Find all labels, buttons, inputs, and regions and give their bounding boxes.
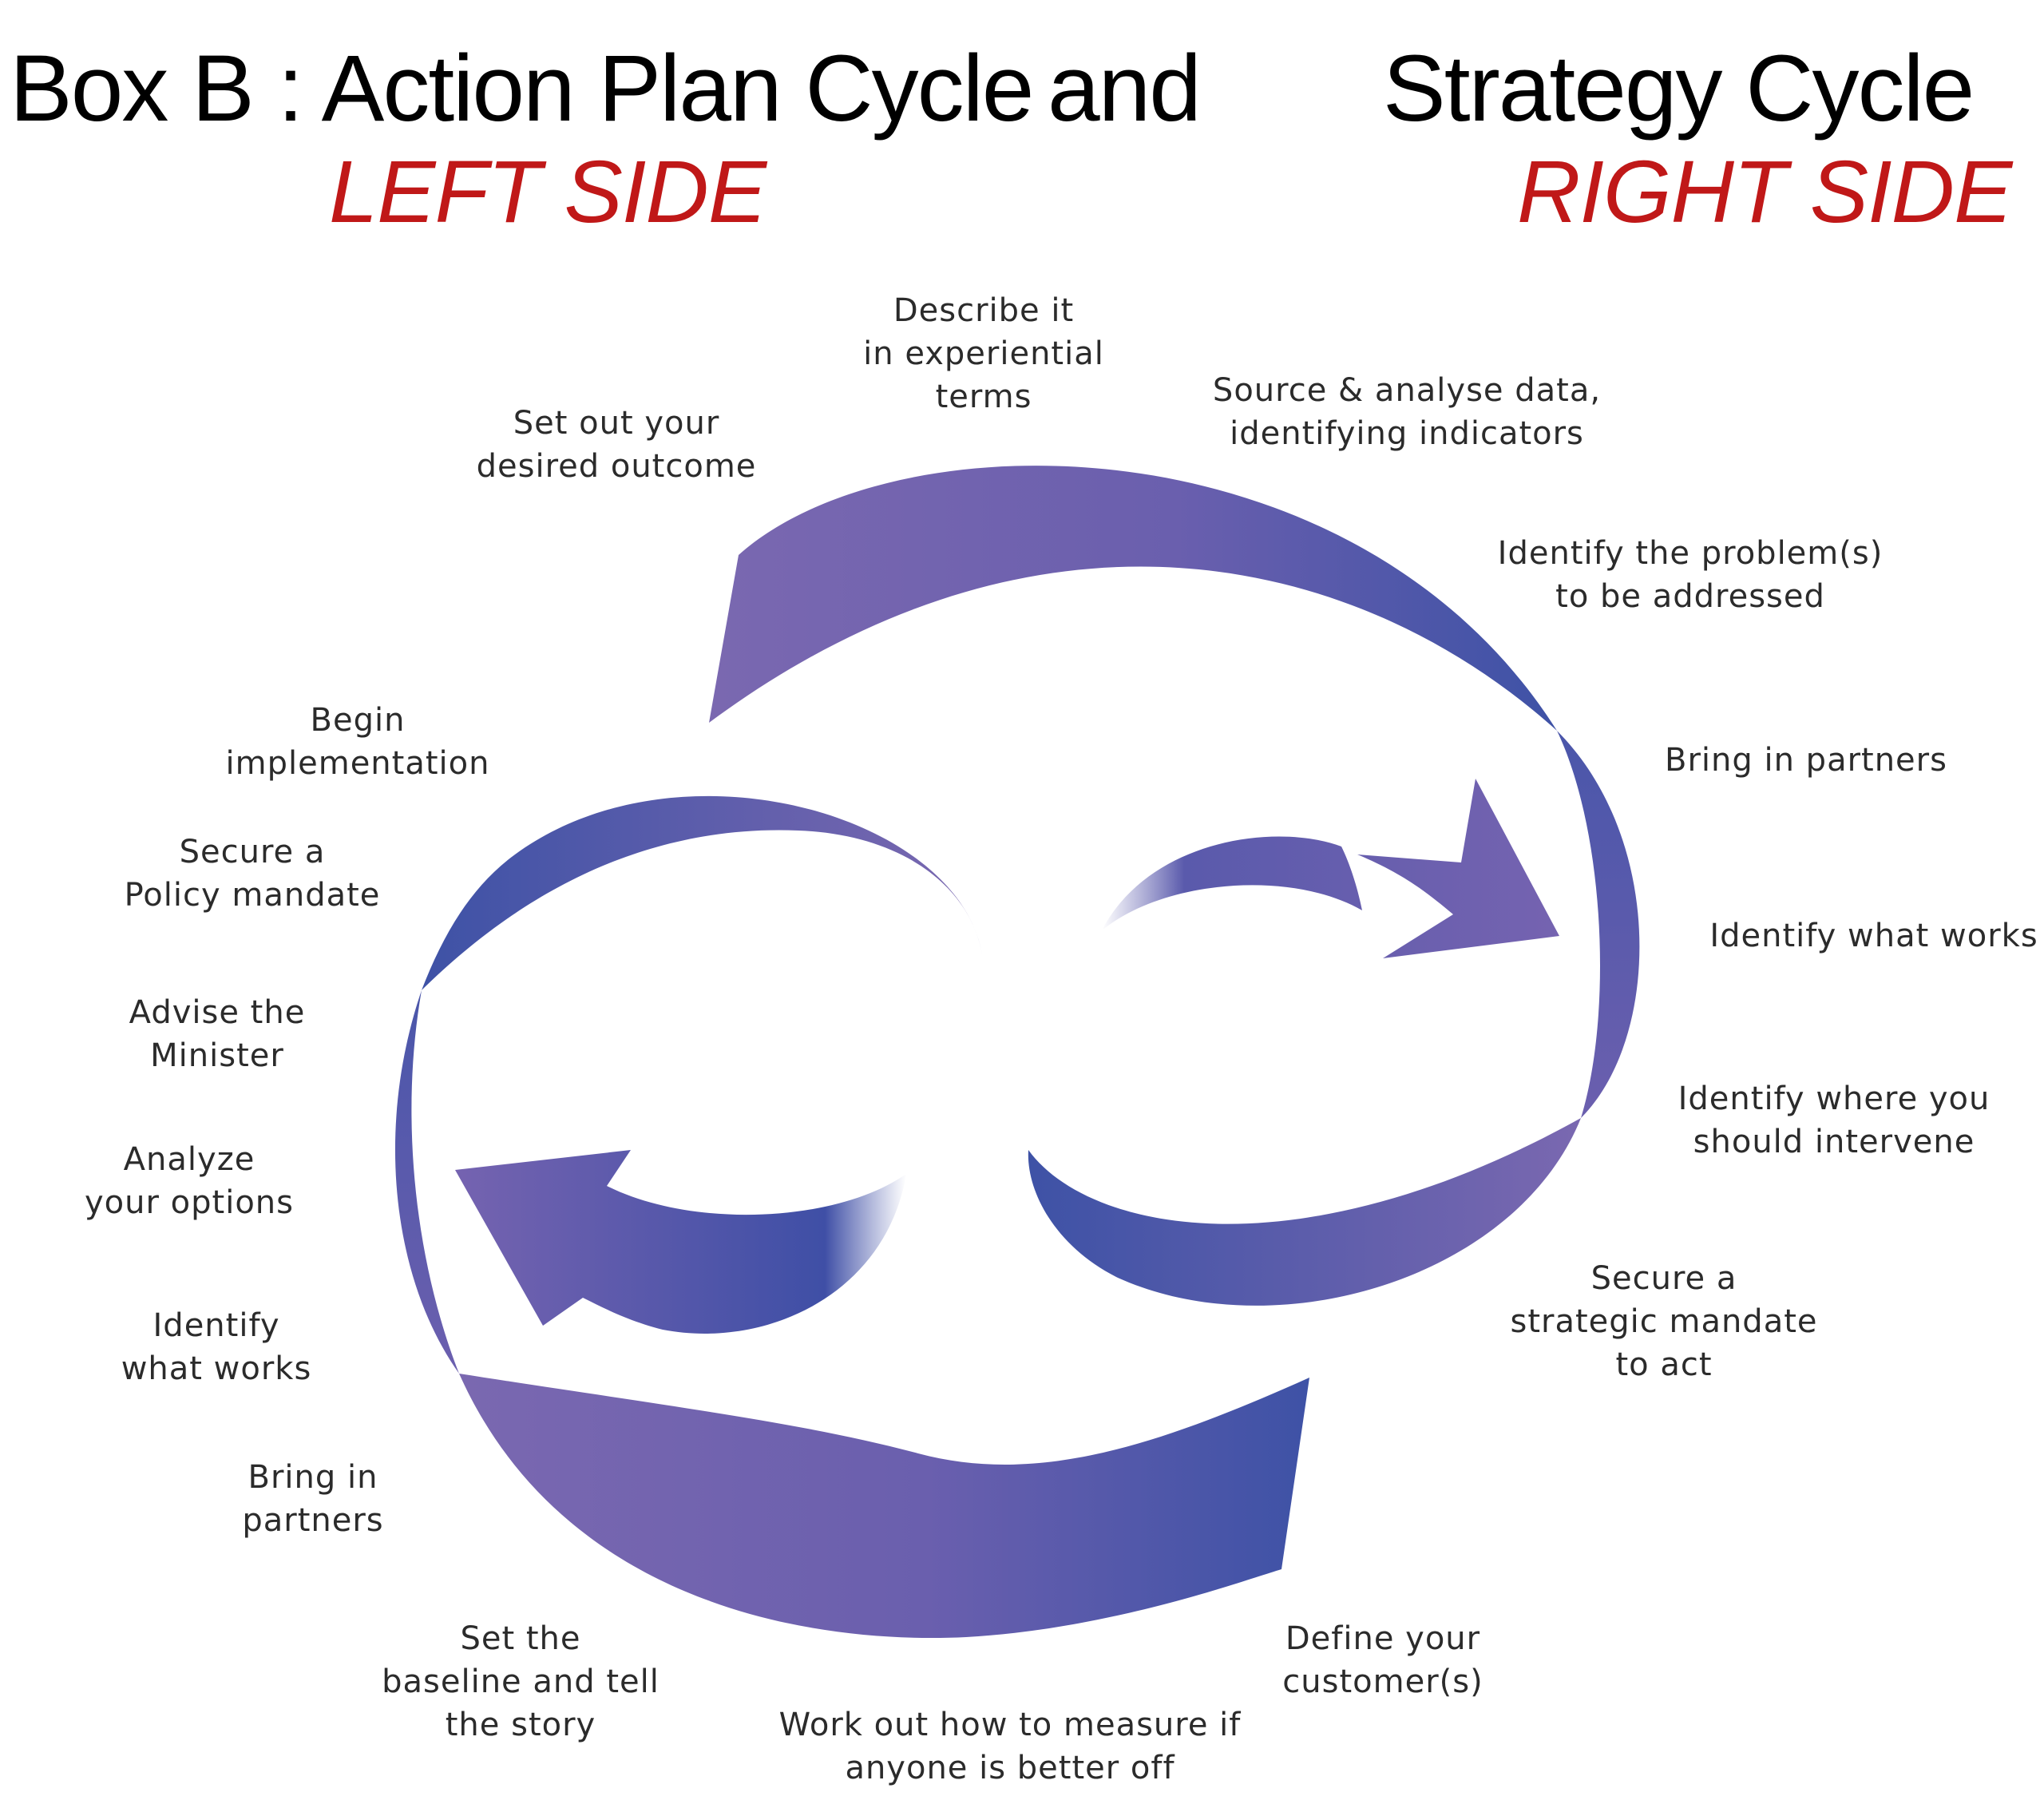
label-identify-where-intervene: Identify where you should intervene (1678, 1080, 1991, 1160)
label-begin-implementation: Begin implementation (225, 702, 490, 782)
inner-arrow-right (1102, 779, 1559, 958)
label-identify-what-works-left: Identify what works (121, 1307, 312, 1387)
label-advise-minister: Advise the Minister (129, 994, 306, 1074)
label-set-out-outcome: Set out your desired outcome (476, 405, 757, 485)
action-cycle-left-arc (394, 990, 459, 1374)
label-source-analyse-data: Source & analyse data, identifying indic… (1212, 372, 1602, 452)
title-and: and (1048, 36, 1202, 141)
label-secure-strategic-mandate: Secure a strategic mandate to act (1510, 1260, 1818, 1383)
title-action-plan-cycle: Box B : Action Plan Cycle (10, 36, 1034, 141)
action-cycle-lower-arc (459, 1374, 1309, 1639)
right-side-label: RIGHT SIDE (1517, 143, 2012, 241)
label-set-baseline: Set the baseline and tell the story (382, 1620, 660, 1743)
label-bring-in-partners-left: Bring in partners (242, 1459, 384, 1539)
label-describe-experiential: Describe it in experiential terms (863, 292, 1104, 415)
left-side-label: LEFT SIDE (329, 143, 766, 241)
label-work-out-measure: Work out how to measure if anyone is bet… (778, 1707, 1242, 1786)
strategy-cycle-right-arc (1557, 731, 1640, 1118)
label-secure-policy-mandate: Secure a Policy mandate (124, 834, 381, 914)
label-identify-problem: Identify the problem(s) to be addressed (1497, 535, 1884, 615)
strategy-cycle-upper-arc (709, 466, 1557, 731)
strategy-cycle-lower-right-arc (1028, 1118, 1581, 1306)
label-analyze-options: Analyze your options (85, 1141, 294, 1221)
label-identify-what-works-right: Identify what works (1709, 918, 2038, 954)
label-define-customer: Define your customer(s) (1282, 1620, 1483, 1700)
title-strategy-cycle: Strategy Cycle (1383, 36, 1975, 141)
label-bring-in-partners-right: Bring in partners (1665, 742, 1947, 779)
action-cycle-upper-left-arc (422, 795, 982, 990)
inner-arrow-left (455, 1150, 906, 1334)
